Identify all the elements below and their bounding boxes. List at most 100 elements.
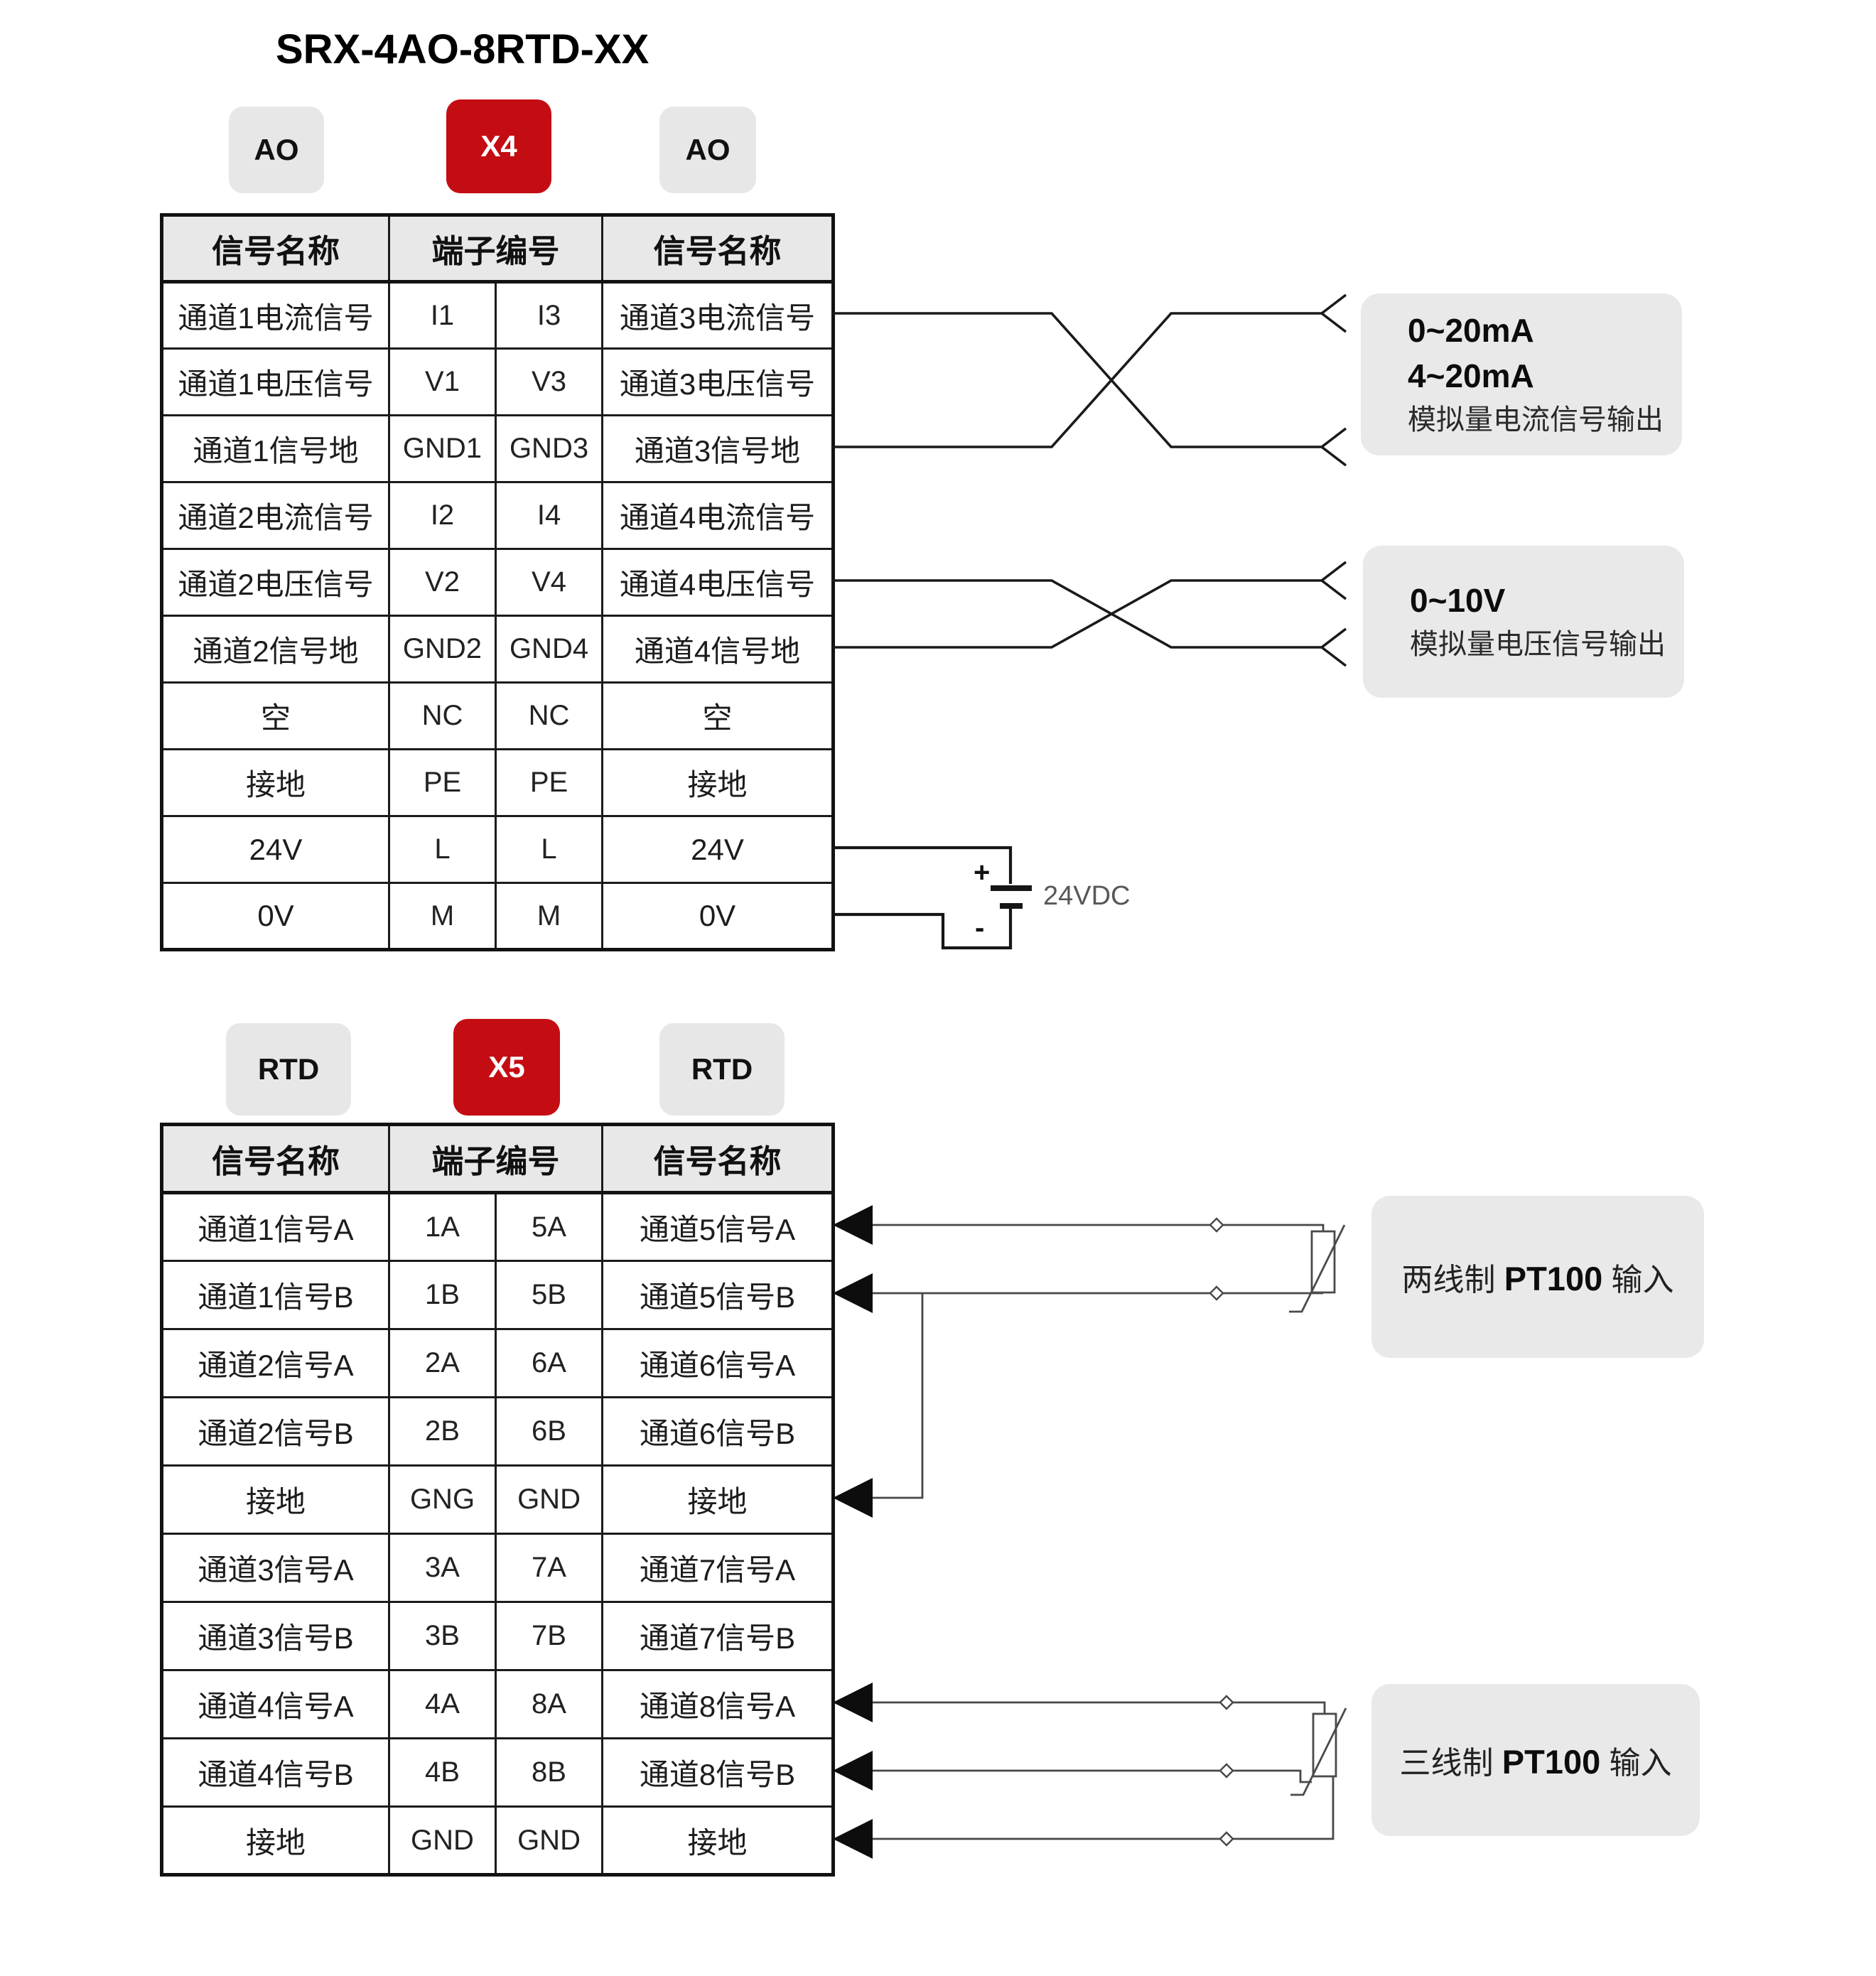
terminal-cell: L xyxy=(388,815,497,884)
badge-ao-left: AO xyxy=(229,107,324,193)
pt100-3wire-prefix: 三线制 xyxy=(1399,1746,1494,1781)
signal-cell: 通道2电压信号 xyxy=(161,548,390,617)
signal-cell: 0V xyxy=(161,882,390,951)
header-row: 信号名称端子编号信号名称 xyxy=(161,1123,835,1194)
signal-cell: 通道3电流信号 xyxy=(601,281,835,350)
junction-diamond-icon xyxy=(1219,1695,1234,1710)
signal-cell: 空 xyxy=(161,681,390,750)
terminal-cell: 7B xyxy=(494,1601,604,1671)
signal-cell: 通道3信号地 xyxy=(601,414,835,483)
signal-cell: 通道2电流信号 xyxy=(161,481,390,550)
column-header: 信号名称 xyxy=(601,1123,835,1194)
terminal-cell: 7A xyxy=(494,1533,604,1603)
voltage-output-caption: 模拟量电压信号输出 xyxy=(1410,629,1666,660)
page-title: SRX-4AO-8RTD-XX xyxy=(276,26,649,72)
terminal-cell: I2 xyxy=(388,481,497,550)
header-row: 信号名称端子编号信号名称 xyxy=(161,214,835,284)
terminal-cell: I3 xyxy=(494,281,604,350)
terminal-cell: 1A xyxy=(388,1192,497,1262)
signal-cell: 接地 xyxy=(161,748,390,817)
terminal-cell: V3 xyxy=(494,347,604,416)
terminal-cell: GND xyxy=(494,1464,604,1535)
input-arrow-icon xyxy=(833,1273,873,1313)
signal-cell: 通道8信号A xyxy=(601,1669,835,1739)
junction-diamond-icon xyxy=(1219,1831,1234,1847)
signal-cell: 通道6信号A xyxy=(601,1328,835,1398)
column-header: 信号名称 xyxy=(601,214,835,284)
signal-cell: 通道8信号B xyxy=(601,1737,835,1808)
column-header: 端子编号 xyxy=(387,1123,604,1194)
badge-connector-x5: X5 xyxy=(453,1019,560,1116)
signal-cell: 接地 xyxy=(601,1464,835,1535)
terminal-cell: 1B xyxy=(388,1260,497,1330)
pt100-3wire-caption: 三线制 PT100 输入 xyxy=(1400,1737,1672,1783)
twisted-pair-voltage-wires xyxy=(831,561,1347,667)
pt100-3wire-note: 三线制 PT100 输入 xyxy=(1371,1684,1700,1836)
terminal-cell: GND2 xyxy=(388,615,497,684)
terminal-cell: V1 xyxy=(388,347,497,416)
badge-rtd-left: RTD xyxy=(226,1023,351,1116)
signal-cell: 通道1电流信号 xyxy=(161,281,390,350)
badge-ao-right: AO xyxy=(659,107,756,193)
terminal-cell: GNG xyxy=(388,1464,497,1535)
signal-cell: 通道2信号B xyxy=(161,1396,390,1467)
current-output-caption: 模拟量电流信号输出 xyxy=(1408,404,1664,436)
wire-fork-icon xyxy=(1320,293,1347,333)
input-arrow-icon xyxy=(833,1683,873,1722)
column-header: 信号名称 xyxy=(161,214,390,284)
terminal-cell: GND4 xyxy=(494,615,604,684)
terminal-cell: 2B xyxy=(388,1396,497,1467)
signal-cell: 24V xyxy=(161,815,390,884)
input-arrow-icon xyxy=(833,1478,873,1518)
terminal-cell: GND1 xyxy=(388,414,497,483)
pt100-2wire-junctions xyxy=(1209,1217,1224,1301)
input-arrow-icon xyxy=(833,1819,873,1859)
junction-diamond-icon xyxy=(1209,1217,1224,1233)
signal-cell: 通道7信号B xyxy=(601,1601,835,1671)
wire-fork-icon xyxy=(1320,427,1347,467)
pt100-2wire-type: PT100 xyxy=(1504,1260,1603,1297)
signal-cell: 通道4电压信号 xyxy=(601,548,835,617)
terminal-cell: PE xyxy=(494,748,604,817)
junction-diamond-icon xyxy=(1219,1763,1234,1778)
battery-minus-sign: - xyxy=(975,912,985,944)
signal-cell: 通道4信号A xyxy=(161,1669,390,1739)
pt100-3wire-sensor-icon xyxy=(1290,1707,1347,1796)
signal-cell: 空 xyxy=(601,681,835,750)
terminal-cell: 8A xyxy=(494,1669,604,1739)
pt100-3wire-type: PT100 xyxy=(1502,1743,1601,1781)
terminal-cell: NC xyxy=(494,681,604,750)
pt100-2wire-arrows xyxy=(833,1205,873,1518)
column-header: 信号名称 xyxy=(161,1123,390,1194)
terminal-cell: 4B xyxy=(388,1737,497,1808)
current-range-2: 4~20mA xyxy=(1408,357,1534,394)
terminal-cell: 4A xyxy=(388,1669,497,1739)
signal-cell: 通道1信号B xyxy=(161,1260,390,1330)
terminal-cell: PE xyxy=(388,748,497,817)
pt100-2wire-sensor-icon xyxy=(1289,1224,1346,1313)
twisted-pair-current-wires xyxy=(831,293,1347,467)
pt100-3wire-suffix: 输入 xyxy=(1609,1746,1672,1781)
pt100-3wire-arrows xyxy=(833,1683,873,1859)
terminal-cell: GND3 xyxy=(494,414,604,483)
signal-cell: 0V xyxy=(601,882,835,951)
battery-voltage-label: 24VDC xyxy=(1043,881,1131,911)
pt100-3wire-junctions xyxy=(1219,1695,1234,1847)
pt100-2wire-wires xyxy=(870,1224,1325,1499)
terminal-cell: 3A xyxy=(388,1533,497,1603)
